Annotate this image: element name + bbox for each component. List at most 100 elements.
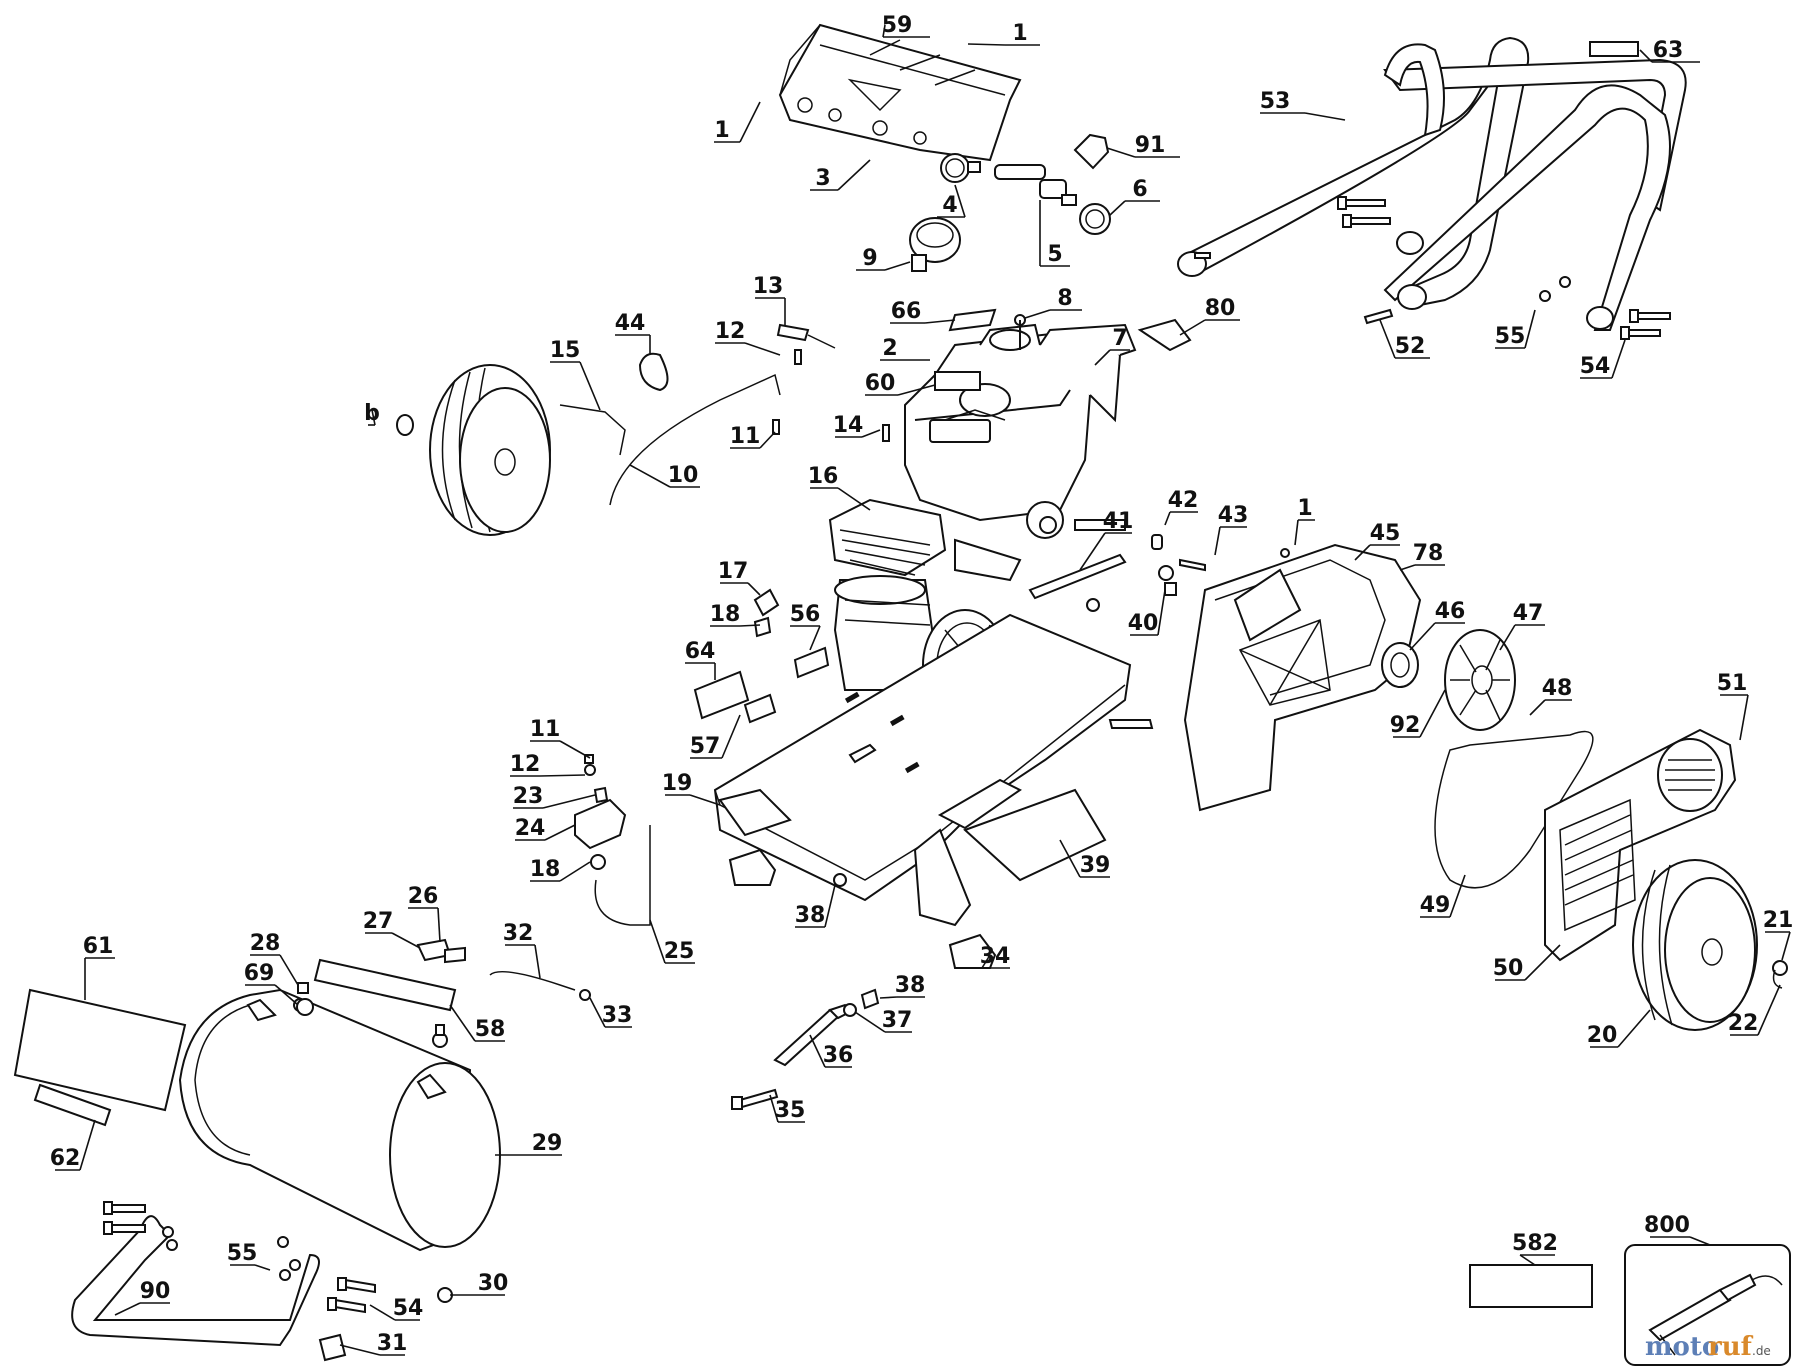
part-label-60 [934,371,981,391]
leader-line-c51 [1739,694,1749,741]
leader-line-c35 [769,1094,779,1123]
leader-line-c91 [1106,147,1136,158]
leader-line-c48 [1529,699,1546,716]
callout-c25: 25 [664,939,695,964]
watermark-de: .de [1752,1344,1771,1358]
part-valve-assembly [574,754,627,870]
callout-c28: 28 [250,931,281,956]
callout-c60: 60 [865,371,896,396]
part-rear-hardware [277,1236,453,1362]
watermark-moto: moto [1645,1332,1719,1362]
leader-line-c55b [254,1264,271,1271]
leader-line-c56 [809,625,821,651]
leader-line-c20 [1617,1009,1651,1048]
callout-c30: 30 [478,1271,509,1296]
callout-c80: 80 [1205,296,1236,321]
callout-c16: 16 [808,464,839,489]
leader-line-c14 [861,429,881,438]
part-belt-49 [1434,730,1594,889]
callout-c17: 17 [718,559,749,584]
part-label-61 [13,988,187,1112]
callout-c1b: 1 [714,118,729,143]
leader-line-c27 [391,932,421,949]
part-label-66 [948,308,997,332]
leader-line-c47 [1499,624,1516,651]
leader-line-c54b [369,1304,396,1321]
callout-c63: 63 [1653,38,1684,63]
leader-line-c60 [897,384,936,396]
leader-line-c66 [924,319,956,324]
leader-line-c18a [739,624,761,627]
leader-line-c16 [837,487,871,511]
leader-line-c17 [747,582,761,596]
callout-c53: 53 [1260,89,1291,114]
part-base-plate [713,613,1154,927]
part-handle-bolts [1194,196,1671,340]
part-label-62 [33,1083,112,1127]
callout-c41: 41 [1103,509,1134,534]
callout-c50: 50 [1493,956,1524,981]
callout-c27: 27 [363,909,394,934]
leader-line-c23 [542,794,596,809]
callout-c12a: 12 [715,319,746,344]
callout-c48: 48 [1542,676,1573,701]
part-regulator-5 [994,164,1077,206]
callout-c78: 78 [1413,541,1444,566]
leader-line-c37 [854,1011,886,1033]
part-belt-guard-back [1183,543,1422,812]
part-foot-34 [948,933,997,969]
leader-line-c58 [449,1004,476,1042]
callout-c62: 62 [50,1146,81,1171]
callout-c26: 26 [408,884,439,909]
callout-c21: 21 [1763,908,1794,933]
leader-line-c34 [981,954,991,969]
leader-line-c3 [837,159,871,191]
leader-line-c28 [279,954,299,986]
callout-c10: 10 [668,463,699,488]
callout-c54b: 54 [393,1296,424,1321]
part-filter-9 [909,217,961,272]
callout-c11a: 11 [730,424,761,449]
leader-line-c19 [689,794,721,806]
part-nut-33 [579,989,591,1001]
callout-c5: 5 [1047,242,1062,267]
leader-line-c55a [1524,309,1536,349]
callout-c57: 57 [690,734,721,759]
leader-line-c38b [879,996,898,999]
part-washer-38a [833,873,847,887]
watermark-ruf: ruf [1708,1332,1754,1362]
leader-line-c4 [954,184,966,218]
part-pulley-46 [1381,642,1419,688]
callout-c22: 22 [1728,1011,1759,1036]
callout-c18b: 18 [530,857,561,882]
leader-line-c18b [559,861,591,882]
leader-line-c24 [544,824,576,841]
callout-c47: 47 [1513,601,1544,626]
callout-c64: 64 [685,639,716,664]
part-sensor-13 [776,323,836,349]
leader-line-c80 [1179,319,1206,336]
leader-line-c62 [79,1119,96,1171]
callout-c56: 56 [790,602,821,627]
leader-line-c582 [1519,1254,1536,1266]
leader-line-c800 [1689,1236,1711,1246]
leader-line-c90 [114,1302,141,1316]
callout-c91: 91 [1135,133,1166,158]
leader-line-c8 [1024,309,1051,319]
part-elbow-91 [1073,133,1110,170]
part-check-valve [416,938,466,964]
leader-line-c33 [589,997,606,1028]
leader-line-c92 [1419,689,1446,738]
callout-c92: 92 [1390,713,1421,738]
callout-c9: 9 [862,246,877,271]
leader-line-c22 [1757,984,1781,1036]
callout-c90: 90 [140,1279,171,1304]
callout-c52: 52 [1395,334,1426,359]
leader-line-c26 [437,907,441,943]
part-label-64 [693,670,750,720]
part-pump-head [828,498,947,691]
callout-c55a: 55 [1495,324,1526,349]
leader-line-c31 [339,1344,381,1356]
